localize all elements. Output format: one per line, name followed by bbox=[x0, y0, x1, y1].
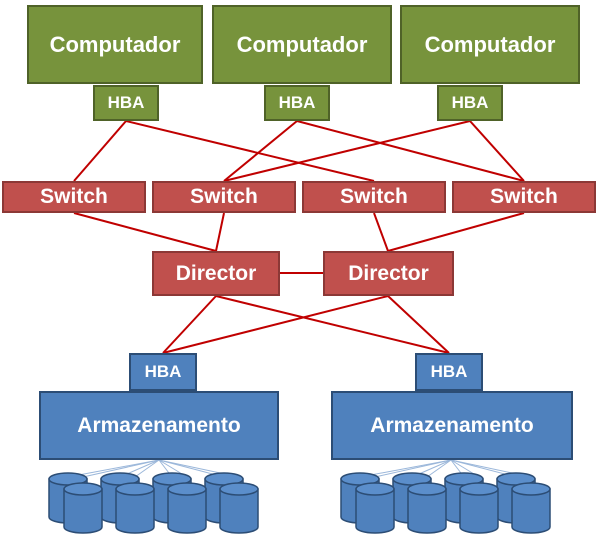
link-director-storage bbox=[387, 295, 450, 354]
link-switch-director bbox=[387, 212, 525, 252]
link-hba-switch bbox=[73, 120, 127, 182]
switch-1: Switch bbox=[2, 181, 146, 213]
link-hba-switch bbox=[469, 120, 525, 182]
director-2: Director bbox=[323, 251, 454, 296]
switch-4: Switch bbox=[452, 181, 596, 213]
switch-2: Switch bbox=[152, 181, 296, 213]
computer-2-hba: HBA bbox=[264, 85, 330, 121]
disk-cylinder-icon bbox=[115, 482, 155, 534]
link-switch-director bbox=[215, 212, 225, 252]
computer-1: Computador bbox=[27, 5, 203, 84]
link-hba-switch bbox=[125, 120, 375, 182]
disk-fan-line bbox=[359, 459, 452, 478]
link-hba-switch bbox=[223, 120, 298, 182]
link-director-storage bbox=[162, 295, 389, 354]
storage-2: Armazenamento bbox=[331, 391, 573, 460]
storage-1-hba: HBA bbox=[129, 353, 197, 391]
switch-3: Switch bbox=[302, 181, 446, 213]
disk-cylinder-icon bbox=[219, 482, 259, 534]
link-switch-director bbox=[73, 212, 217, 252]
computer-3: Computador bbox=[400, 5, 580, 84]
storage-1: Armazenamento bbox=[39, 391, 279, 460]
computer-3-hba: HBA bbox=[437, 85, 503, 121]
disk-fan-line bbox=[134, 459, 160, 478]
computer-1-hba: HBA bbox=[93, 85, 159, 121]
disk-cylinder-icon bbox=[407, 482, 447, 534]
disk-cylinder-icon bbox=[511, 482, 551, 534]
director-1: Director bbox=[152, 251, 280, 296]
disk-fan-line bbox=[426, 459, 452, 478]
disk-cylinder-icon bbox=[63, 482, 103, 534]
storage-2-hba: HBA bbox=[415, 353, 483, 391]
disk-fan-line bbox=[82, 459, 160, 478]
link-hba-switch bbox=[223, 120, 471, 182]
link-hba-switch bbox=[296, 120, 525, 182]
disk-cylinder-icon bbox=[167, 482, 207, 534]
disk-fan-line bbox=[67, 459, 160, 478]
link-director-storage bbox=[215, 295, 450, 354]
disk-cylinder-icon bbox=[459, 482, 499, 534]
disk-fan-line bbox=[374, 459, 452, 478]
disk-cylinder-icon bbox=[355, 482, 395, 534]
link-director-storage bbox=[162, 295, 217, 354]
computer-2: Computador bbox=[212, 5, 392, 84]
link-switch-director bbox=[373, 212, 389, 252]
